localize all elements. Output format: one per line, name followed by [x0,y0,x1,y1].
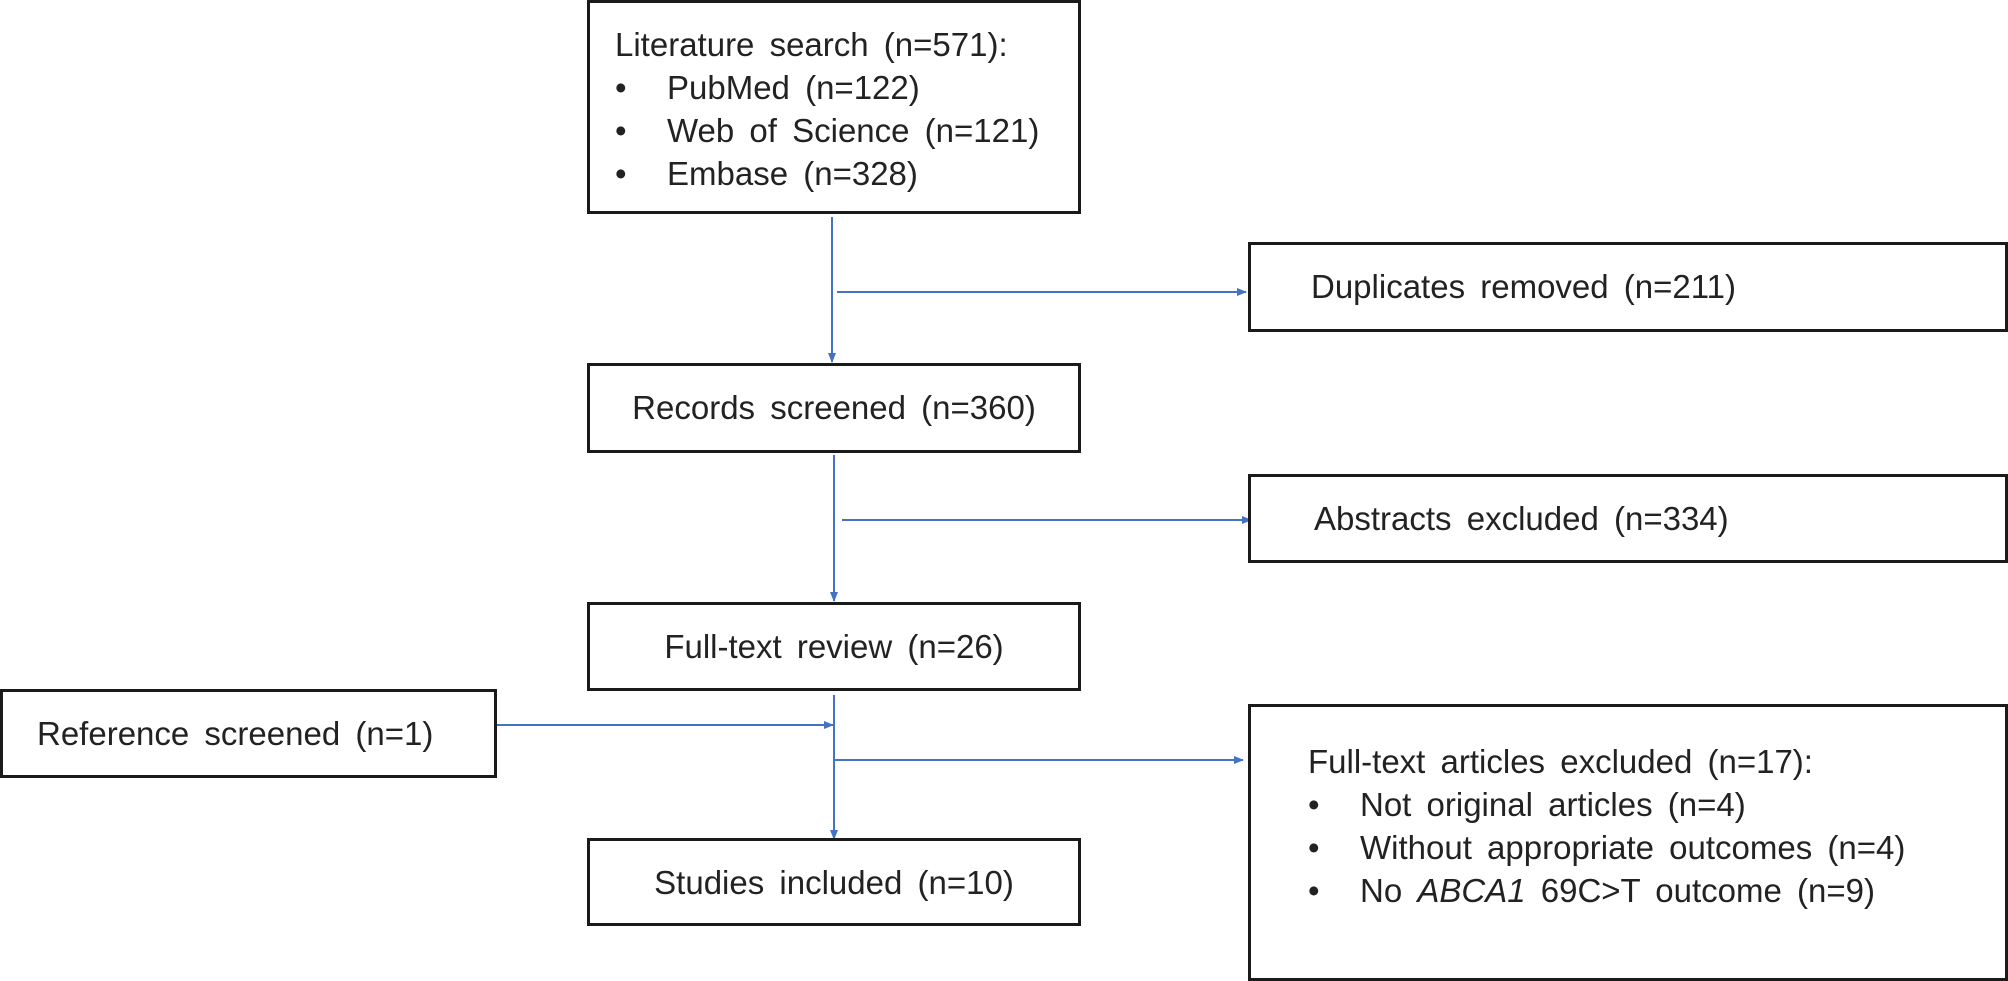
duplicates-removed-label: Duplicates removed (n=211) [1311,268,1737,305]
duplicates-removed-box: Duplicates removed (n=211) [1248,242,2008,332]
literature-item-embase: •Embase (n=328) [615,155,918,192]
records-screened-box: Records screened (n=360) [587,363,1081,453]
literature-search-title: Literature search (n=571): [615,26,1008,63]
fulltext-review-label: Full-text review (n=26) [664,628,1004,665]
reference-screened-box: Reference screened (n=1) [0,689,497,778]
fulltext-excluded-box: Full-text articles excluded (n=17): •Not… [1248,704,2008,981]
studies-included-label: Studies included (n=10) [654,864,1014,901]
literature-item-pubmed: •PubMed (n=122) [615,69,920,106]
records-screened-label: Records screened (n=360) [632,389,1036,426]
fulltext-excluded-title: Full-text articles excluded (n=17): [1308,743,1813,780]
excluded-item-no-abca1: •No ABCA1 69C>T outcome (n=9) [1308,872,1875,909]
reference-screened-label: Reference screened (n=1) [37,715,434,752]
studies-included-box: Studies included (n=10) [587,838,1081,926]
gene-name: ABCA1 [1417,872,1526,909]
literature-search-box: Literature search (n=571): •PubMed (n=12… [587,0,1081,214]
abstracts-excluded-label: Abstracts excluded (n=334) [1314,500,1729,537]
fulltext-review-box: Full-text review (n=26) [587,602,1081,691]
abstracts-excluded-box: Abstracts excluded (n=334) [1248,474,2008,563]
excluded-item-without-outcomes: •Without appropriate outcomes (n=4) [1308,829,1906,866]
excluded-item-not-original: •Not original articles (n=4) [1308,786,1746,823]
literature-item-wos: •Web of Science (n=121) [615,112,1040,149]
